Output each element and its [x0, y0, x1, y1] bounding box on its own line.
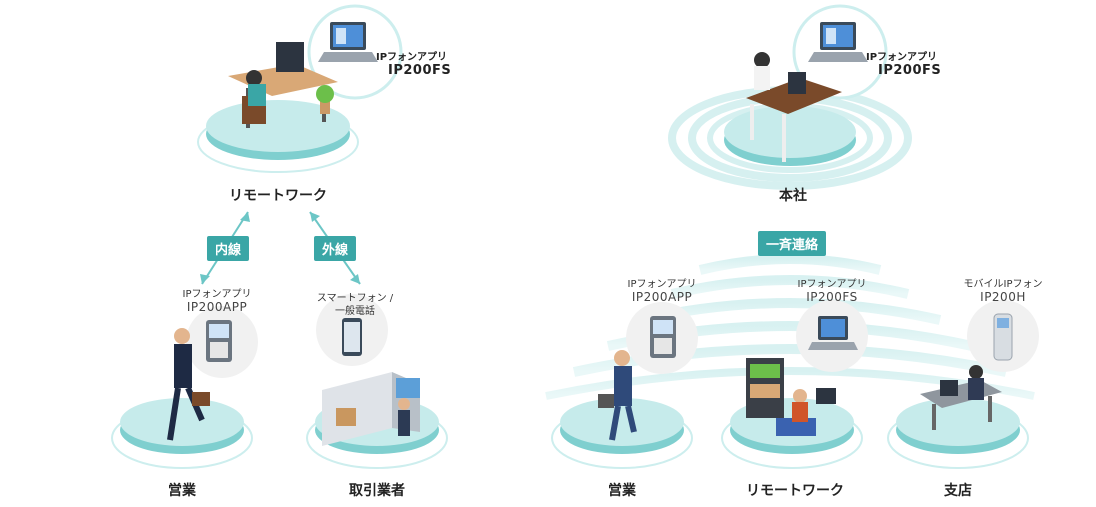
vendor-device-line2: 一般電話: [335, 306, 375, 317]
platform-branch: [887, 398, 1029, 469]
sales-left-app-model: IP200APP: [186, 300, 248, 314]
laptop-icon: [808, 22, 868, 62]
vendor-device-line1: スマートフォン /: [316, 293, 394, 304]
laptop-icon: [318, 22, 378, 62]
label-remote-right: リモートワーク: [746, 483, 844, 499]
bubble-laptop-left: [307, 4, 403, 100]
label-branch: 支店: [944, 483, 972, 499]
branch-office-illustration: [920, 365, 1002, 430]
sales-right-app-name: IPフォンアプリ: [627, 279, 697, 290]
bubble-handset-branch: [967, 300, 1039, 372]
badge-external: 外線: [313, 236, 357, 261]
smartphone-keypad-icon: [650, 316, 676, 358]
mobile-ip-phone-icon: [993, 313, 1013, 361]
home-office-illustration: [746, 358, 836, 436]
label-sales-right: 営業: [608, 483, 636, 499]
smartphone-icon: [342, 318, 362, 356]
platform-sales-left: [111, 398, 253, 469]
app-name-hq: IPフォンアプリ IP200FS: [866, 48, 941, 78]
app-model-text: IP200FS: [388, 63, 452, 78]
businessman-illustration: [167, 328, 210, 441]
remote-desk-illustration: [228, 42, 338, 128]
bubble-laptop-hq: [792, 4, 888, 100]
remote-right-app-name: IPフォンアプリ: [797, 279, 867, 290]
delivery-truck-illustration: [322, 372, 420, 446]
laptop-icon: [808, 316, 858, 350]
bubble-phone-vendor: [316, 294, 388, 366]
label-vendor: 取引業者: [349, 483, 405, 499]
platform-sales-right: [551, 398, 693, 469]
platform-hq: [724, 106, 856, 166]
badge-internal: 内線: [206, 236, 250, 261]
platform-remote-left: [197, 100, 359, 173]
label-sales-left: 営業: [168, 483, 196, 499]
smartphone-keypad-icon: [206, 320, 232, 362]
sales-left-app-name: IPフォンアプリ: [182, 289, 252, 300]
app-name-text: IPフォンアプリ: [866, 52, 938, 63]
app-name-text: IPフォンアプリ: [376, 52, 448, 63]
remote-right-app-model: IP200FS: [806, 290, 858, 304]
sales-right-app-model: IP200APP: [631, 290, 693, 304]
app-name-left-remote: IPフォンアプリ IP200FS: [376, 48, 451, 78]
app-model-text: IP200FS: [878, 63, 942, 78]
businessman-phone-illustration: [598, 350, 637, 441]
bubble-phone-sales-left: [186, 306, 258, 378]
branch-device-model: IP200H: [980, 290, 1026, 304]
badge-broadcast: 一斉連絡: [757, 231, 827, 256]
hq-desk-illustration: [746, 52, 842, 162]
label-remote-left: リモートワーク: [229, 188, 327, 204]
branch-device-name: モバイルIPフォン: [963, 279, 1043, 290]
bubble-laptop-remote-right: [796, 300, 868, 372]
label-hq: 本社: [779, 188, 807, 204]
bubble-phone-sales-right: [626, 302, 698, 374]
